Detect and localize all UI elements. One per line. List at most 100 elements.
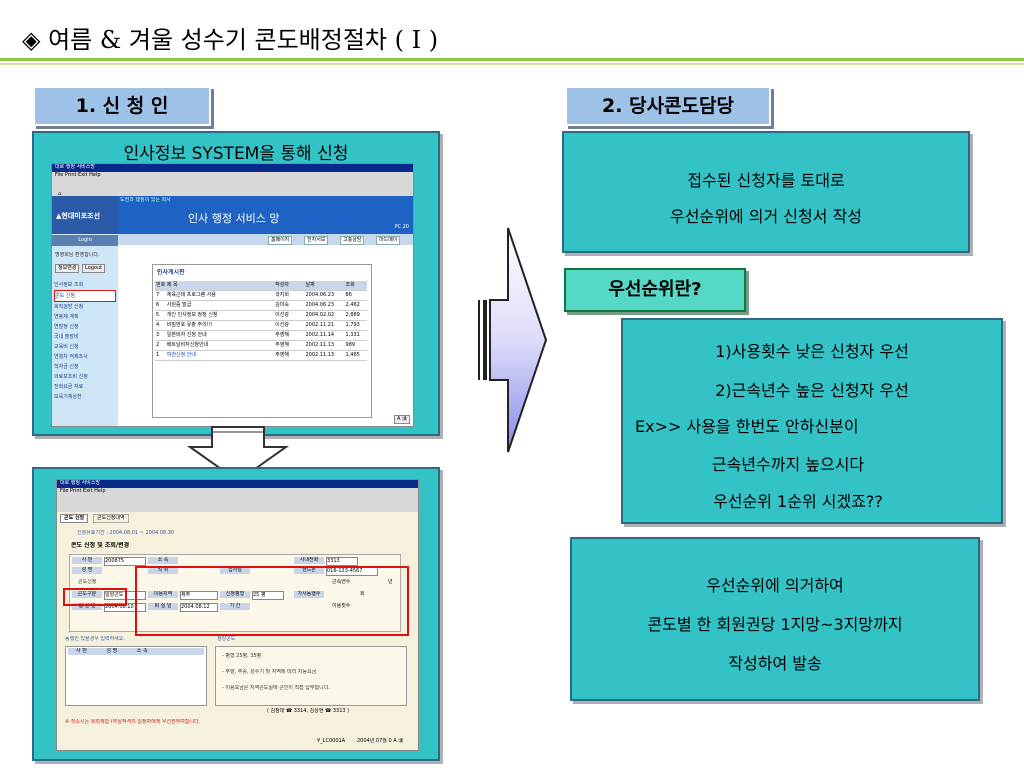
priority-line-2: 2)근속년수 높은 신청자 우선 [715, 381, 909, 400]
sabun-field[interactable]: 200875 [104, 557, 146, 566]
info-change-button[interactable]: 정보변경 [55, 264, 80, 273]
board-cell: 7 [156, 292, 160, 298]
rooms-select[interactable]: 25 평 [252, 591, 284, 600]
board-cell: 3 [156, 332, 160, 338]
home-icon[interactable]: ⌂ [58, 191, 62, 197]
companion-col-name: 성 명 [106, 648, 118, 654]
board-cell: 989 [345, 342, 356, 348]
board-cell: 2002.11.14 [305, 332, 335, 338]
board-cell: 곽지희 [275, 292, 289, 298]
side-menu-item[interactable]: 보육기재상한 [54, 394, 82, 400]
companion-table: 사 번 성 명 소 속 [65, 646, 207, 706]
board-cell: 조회 [345, 282, 355, 288]
side-menu-item[interactable]: 연월차 적제조사 [54, 354, 88, 360]
tab-condo-history[interactable]: 콘도신청내역 [93, 514, 129, 523]
companion-title: 동행인 있을경우 입력하세요. [65, 636, 125, 642]
board-title: 인사게시판 [157, 269, 185, 276]
status-date: 2004년 07월 0 A 漢 [357, 738, 404, 744]
side-menu-item[interactable]: 연봉제 계획 [54, 314, 79, 320]
staff-task-line-1: 접수된 신청자를 토대로 [687, 171, 845, 190]
condo-section-label: 콘도신청 [78, 579, 97, 585]
board-cell: 1,331 [345, 332, 360, 338]
right-arrow-icon [478, 227, 548, 453]
phone-in-field[interactable]: 3313 [326, 557, 358, 566]
window-titlebar: 대로 행정 서비스망 [57, 480, 418, 488]
board-row[interactable]: 2 배트날비자신청안내 주영혜 2002.11.13 989 [155, 341, 367, 351]
board-cell: 6 [156, 302, 160, 308]
side-menu-item[interactable]: 복직검방 신청 [54, 304, 84, 310]
section-label-condo-staff: 2. 당사콘도담당 [565, 86, 771, 126]
form-area: 콘도 신청 콘도신청내역 신청유효기간 : 2004.08.01 ~ 2004.… [57, 512, 418, 750]
board-cell: 5 [156, 312, 160, 318]
side-menu-item[interactable]: 교육비 신청 [54, 344, 79, 350]
label-region: 이용지역 [148, 591, 178, 598]
side-menu-item[interactable]: 인사정보 조회 [54, 282, 84, 288]
side-menu-item[interactable]: 전화요금 자료 [54, 384, 84, 390]
board-cell: 2,889 [345, 312, 360, 318]
toolbar: 신규삭제저장조회종료 [57, 496, 418, 521]
title-rule [0, 58, 1024, 61]
nav-tab[interactable]: 전자서보 [304, 236, 329, 245]
side-menu-item[interactable]: 의료보조비 신청 [54, 374, 88, 380]
region-select[interactable]: 제주 [180, 591, 218, 600]
ime-status: A 漢 [393, 415, 410, 424]
menu-bar[interactable]: File Print Exit Help [57, 488, 418, 496]
nav-tab[interactable]: 마드메이 [376, 236, 401, 245]
left-sidebar: ▲현대미포조선 Login 명영희님 환영합니다. 정보변경 Logout 인사… [52, 196, 118, 426]
label-ipsa: 입사일 [220, 567, 250, 574]
menu-bar[interactable]: File Print Exit Help [52, 172, 413, 180]
pc-label: PC 20 [394, 224, 409, 230]
nav-tab[interactable]: 홈페이지 [268, 236, 293, 245]
board-cell: 4 [156, 322, 160, 328]
toolbar: ⌂ [52, 180, 413, 197]
board-cell: 체육근태 프로그램 사용 [166, 292, 216, 298]
board-cell: 2 [156, 342, 160, 348]
companion-col-dept: 소 속 [136, 648, 148, 654]
board-cell: 2002.11.13 [305, 342, 335, 348]
years-unit: 년 [388, 579, 393, 585]
board-cell: 이선광 [275, 322, 289, 328]
tab-condo-request[interactable]: 콘도 신청 [60, 514, 89, 523]
nav-tabs: 홈페이지 전자서보 고충상담 마드메이 [118, 234, 413, 245]
label-mobile: 핸드폰 [294, 567, 324, 574]
period-text: 신청유효기간 : 2004.08.01 ~ 2004.08.30 [77, 530, 175, 536]
board-cell: 주영혜 [275, 352, 289, 358]
logout-button[interactable]: Logout [82, 264, 106, 273]
notice-box: - 평형 25평, 35평- 주말, 주중, 성수기 및 지역에 따라 차등요금… [215, 646, 407, 706]
board-cell: 개인 인사정보 정정 신청 [166, 312, 218, 318]
logo-area: ▲현대미포조선 [52, 196, 118, 234]
priority-line-1: 1)사용횟수 낮은 신청자 우선 [715, 342, 909, 361]
priority-line-4: 근속년수까지 높으시다 [711, 455, 865, 474]
board-cell: 날짜 [305, 282, 315, 288]
side-menu-item[interactable]: 연말정 신청 [54, 324, 79, 330]
dispatch-line-2: 콘도별 한 회원권당 1지망~3지망까지 [647, 615, 903, 634]
side-menu-item[interactable]: 국내 출장비 [54, 334, 79, 340]
label-phone-in: 사내전화 [294, 557, 324, 564]
dispatch-line-3: 작성하여 발송 [728, 654, 822, 673]
board-cell: 1 [156, 352, 160, 358]
dispatch-line-1: 우선순위에 의거하여 [706, 576, 844, 595]
board-cell: 배트날비자신청안내 [166, 342, 209, 348]
board-cell: 주영혜 [275, 342, 289, 348]
welcome-text: 명영희님 환영합니다. [55, 252, 100, 258]
board-cell: 86 [345, 292, 352, 298]
side-menu-item[interactable]: 학자금 신청 [54, 364, 79, 370]
window-titlebar: 대로 행정 서비스망 [52, 164, 413, 172]
section-label-applicant: 1. 신 청 인 [33, 86, 211, 126]
nav-tab[interactable]: 고충상담 [340, 236, 365, 245]
board-cell: 1,793 [345, 322, 360, 328]
board-cell: 작성자 [275, 282, 289, 288]
checkout-field[interactable]: 2004.08.12 [180, 603, 218, 612]
side-menu-item[interactable]: 콘도 신청 [54, 290, 116, 302]
header-banner: 도전과 행정이 있는 회사 인사 행정 서비스 망 PC 20 [118, 196, 413, 234]
